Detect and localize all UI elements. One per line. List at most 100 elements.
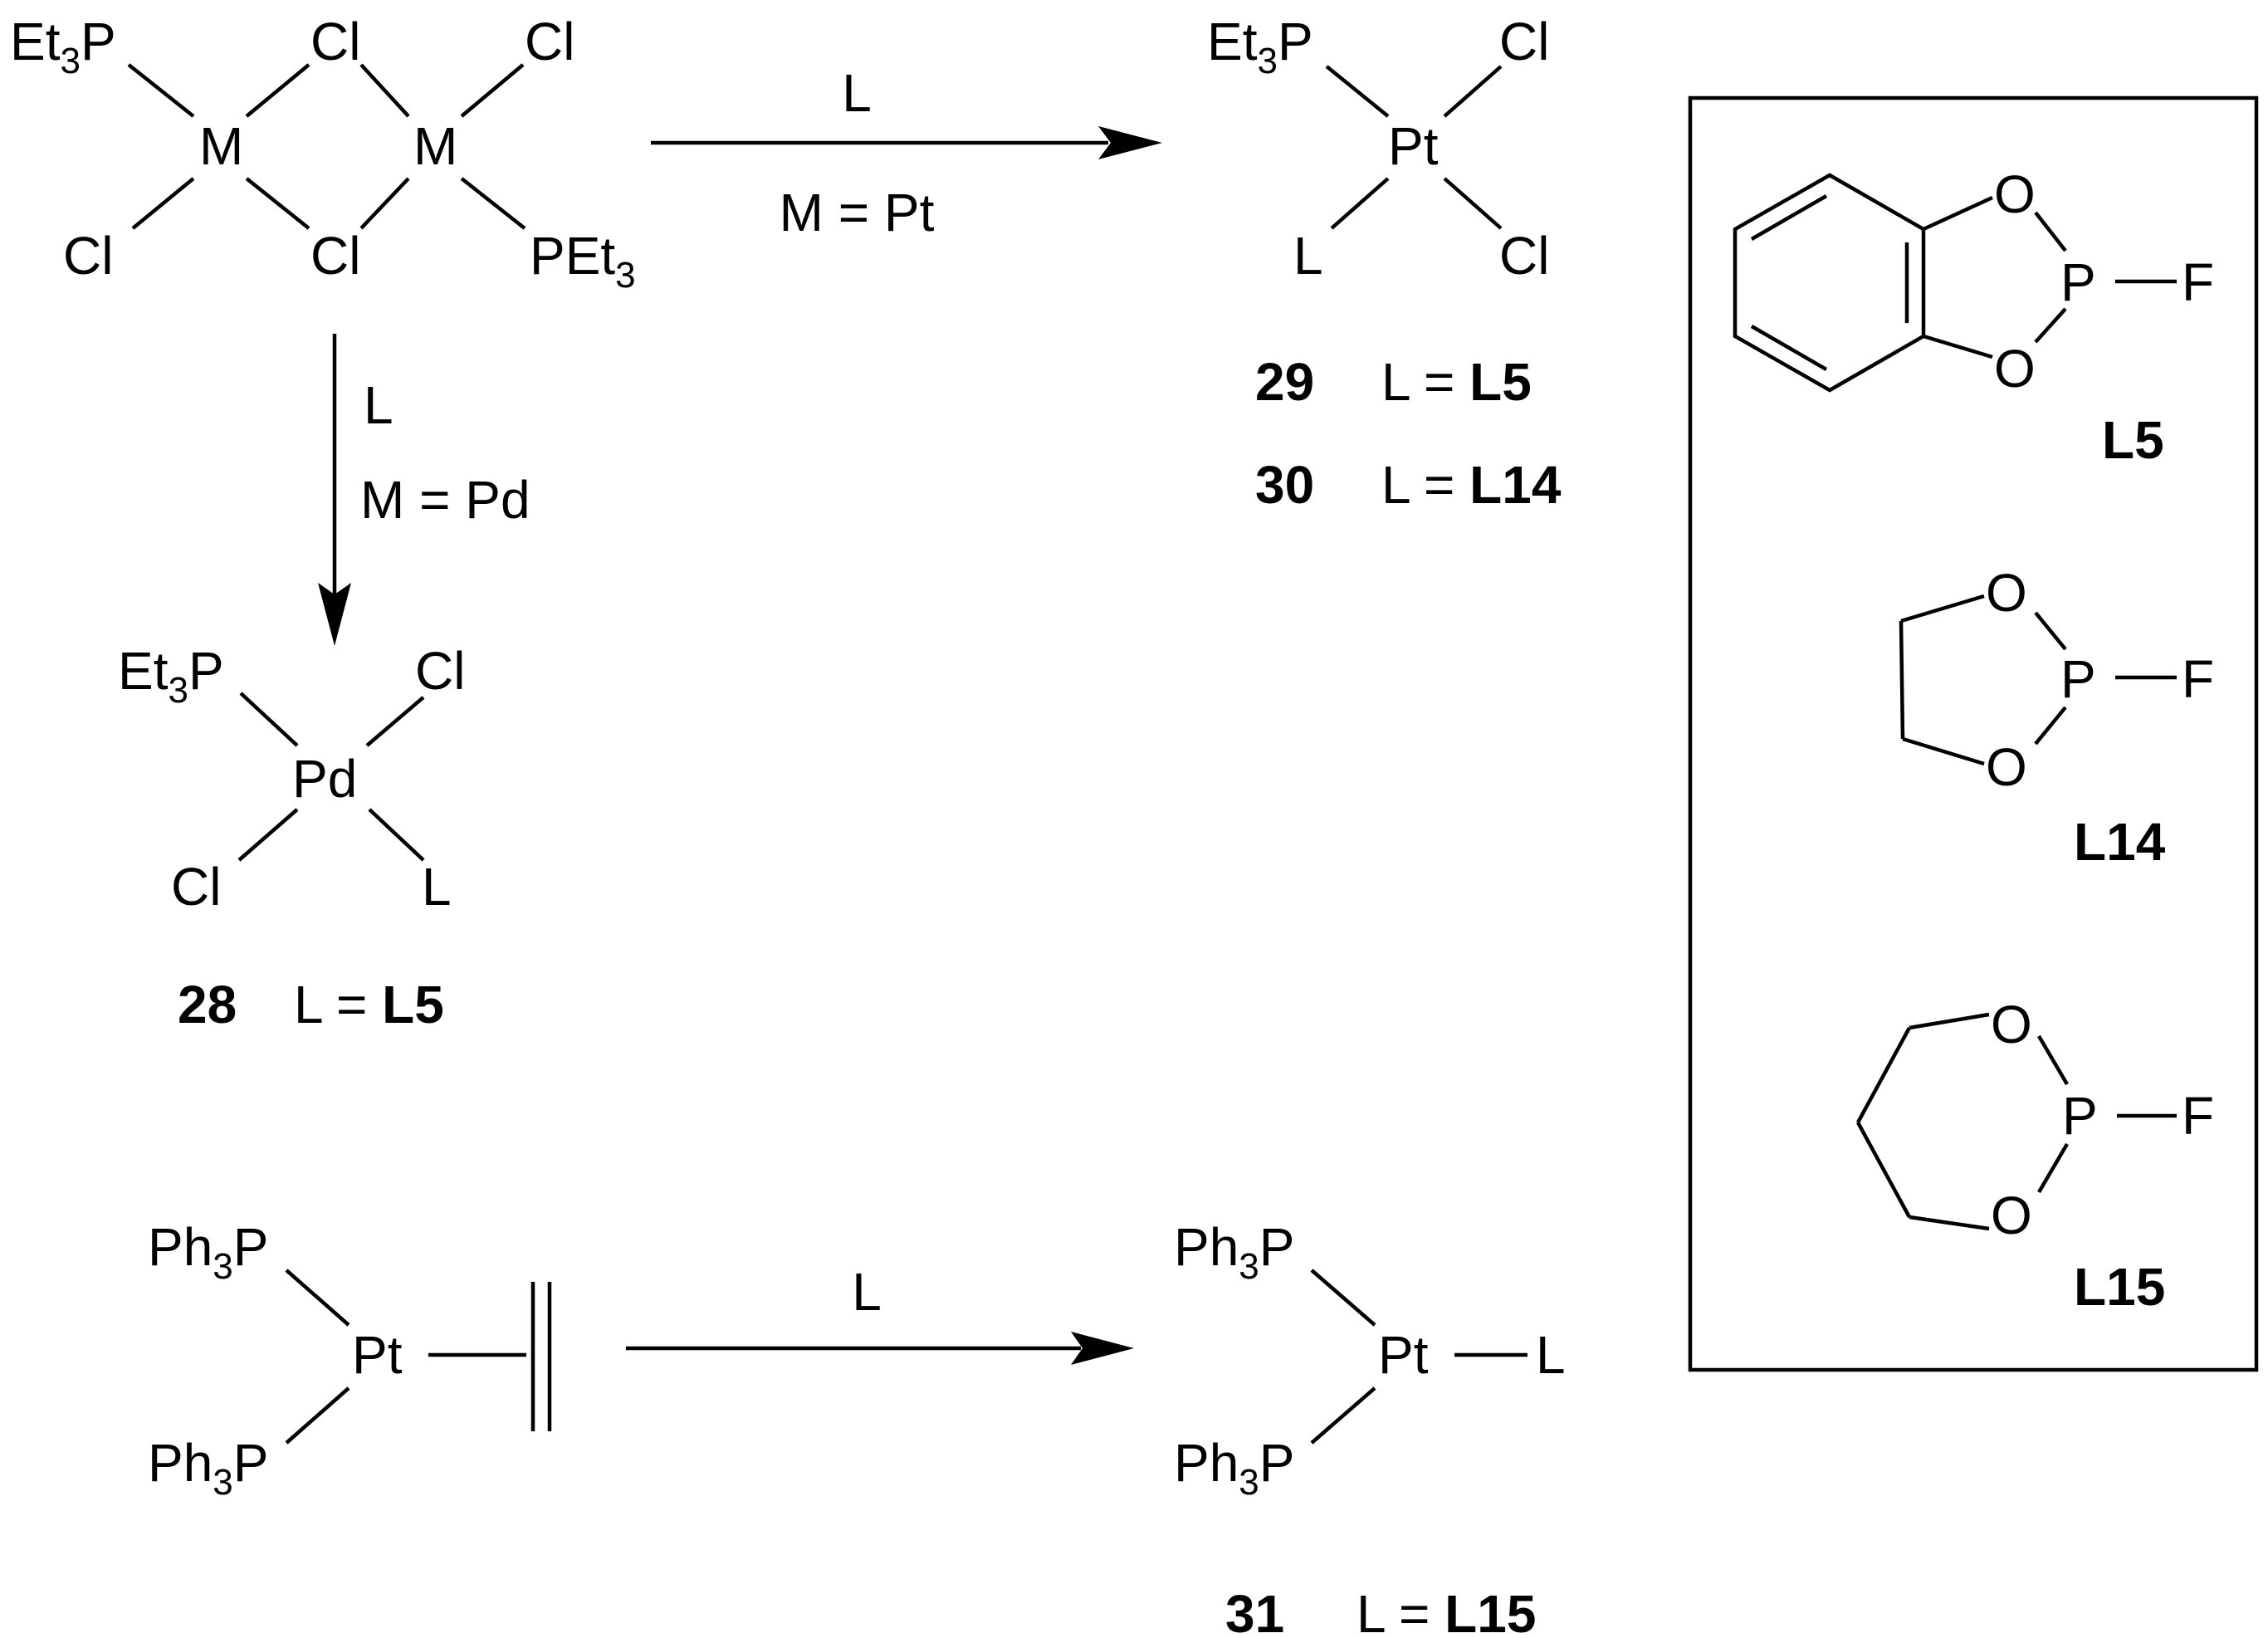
l15-oxygen-bottom: O bbox=[1991, 1186, 2032, 1245]
l14-bond-c-o-top bbox=[1900, 594, 1985, 623]
arrow-bottom-reagent: L bbox=[852, 1262, 882, 1322]
ligand-l15-structure: O P O F bbox=[1856, 995, 2214, 1245]
l5-benzene-double-1 bbox=[1750, 194, 1828, 241]
dimer-bond-m-cl2 bbox=[131, 177, 195, 230]
l5-benzene-ring bbox=[1733, 173, 1926, 393]
dimer-metal-left: M bbox=[199, 116, 243, 176]
l14-phosphorus: P bbox=[2060, 649, 2096, 709]
pt31-bond-p-top bbox=[1310, 1269, 1376, 1327]
compound-28-label: 28 L = L5 bbox=[178, 975, 444, 1034]
pd-bond-cl-top bbox=[365, 696, 425, 747]
dimer-et3p-label: Et3P bbox=[10, 12, 116, 81]
pt-complex-31: Ph3P Pt Ph3P L bbox=[1174, 1217, 1566, 1503]
l5-benzene-double-2 bbox=[1750, 325, 1828, 371]
pt-bond-cl-bottom bbox=[1443, 177, 1503, 230]
compound-number-28: 28 bbox=[178, 975, 237, 1034]
dimer-cl-bottom-left: Cl bbox=[63, 226, 113, 286]
l15-bond-c1-c3 bbox=[1856, 1121, 1911, 1219]
arrow-top-reagent: L bbox=[842, 63, 872, 123]
dimer-bond-m-cl1 bbox=[245, 63, 310, 118]
ligand-l14-label: L14 bbox=[2074, 812, 2166, 872]
dimer-metal-right: M bbox=[413, 116, 457, 176]
compound-31-label: 31 L = L15 bbox=[1225, 1584, 1536, 1638]
ligand-l5-label: L5 bbox=[2102, 410, 2164, 470]
dimer-bond-p-m bbox=[127, 63, 195, 118]
pt-cl-top: Cl bbox=[1499, 12, 1549, 71]
pt-ligand-l: L bbox=[1293, 226, 1323, 286]
dimer-cl-top-right: Cl bbox=[525, 12, 574, 71]
dimer-pet3-label: PEt3 bbox=[530, 226, 636, 296]
compound-number-30: 30 bbox=[1255, 455, 1314, 515]
l15-bond-o-p-top bbox=[2037, 1034, 2069, 1086]
dimer-bond-m2-cl bbox=[460, 63, 525, 118]
l15-fluorine: F bbox=[2182, 1086, 2214, 1146]
ethylene-pph3-top: Ph3P bbox=[148, 1217, 268, 1287]
arrow-down-reagent: L bbox=[364, 375, 393, 435]
compound-30-label: 30 L = L14 bbox=[1255, 455, 1562, 515]
ethylene-pph3-bottom: Ph3P bbox=[148, 1433, 268, 1503]
l5-fluorine: F bbox=[2182, 252, 2214, 312]
l14-bond-o-p-top bbox=[2034, 611, 2067, 651]
l15-bond-o-p-bottom bbox=[2037, 1142, 2069, 1194]
ethylene-pt-metal: Pt bbox=[352, 1325, 403, 1385]
dimer-cl-top-bridge: Cl bbox=[310, 12, 360, 71]
l5-bond-c-o-bottom bbox=[1923, 334, 1993, 359]
l15-bond-c-o-bottom bbox=[1909, 1215, 1990, 1231]
compound-number-29: 29 bbox=[1255, 352, 1314, 412]
arrow-down-condition: M = Pd bbox=[360, 470, 530, 530]
l15-bond-c1-c2 bbox=[1856, 1026, 1911, 1124]
compound-30-definition: L = L14 bbox=[1381, 455, 1562, 515]
dimer-bond-m2-p bbox=[460, 177, 526, 230]
pt31-bond-p-bottom bbox=[1310, 1386, 1376, 1445]
pt31-metal: Pt bbox=[1378, 1325, 1429, 1385]
pd-metal: Pd bbox=[292, 749, 357, 809]
pd-bond-cl-bottom bbox=[237, 808, 299, 862]
ethylene-bond-p-top bbox=[285, 1269, 350, 1327]
pt-ethylene-complex: Ph3P Pt Ph3P bbox=[148, 1217, 552, 1503]
pt31-ligand-l: L bbox=[1536, 1325, 1566, 1385]
ligand-l15-label: L15 bbox=[2074, 1257, 2165, 1317]
pt-bond-cl-top bbox=[1443, 65, 1503, 118]
pd-cl-top: Cl bbox=[415, 641, 465, 701]
l14-fluorine: F bbox=[2182, 649, 2214, 709]
pd-et3p-label: Et3P bbox=[118, 641, 224, 711]
l5-bond-o-p-bottom bbox=[2034, 307, 2067, 344]
arrow-to-pt-31: L bbox=[626, 1262, 1134, 1365]
arrow-top-condition: M = Pt bbox=[780, 183, 935, 242]
pt-bond-l bbox=[1330, 177, 1390, 230]
l5-bond-c-o-top bbox=[1923, 195, 1993, 232]
ligand-l5-structure: O P O F bbox=[1733, 164, 2214, 398]
l15-oxygen-top: O bbox=[1991, 995, 2032, 1054]
l15-phosphorus: P bbox=[2062, 1086, 2098, 1146]
dimer-bond-m-cl3 bbox=[245, 177, 310, 230]
l14-oxygen-bottom: O bbox=[1986, 737, 2027, 797]
pt-metal: Pt bbox=[1388, 116, 1439, 176]
pt-bond-p bbox=[1325, 65, 1390, 118]
compound-29-definition: L = L5 bbox=[1381, 352, 1532, 412]
l5-oxygen-top: O bbox=[1994, 164, 2036, 224]
l15-bond-c-o-top bbox=[1909, 1012, 1990, 1030]
dimer-bond-cl3-m2 bbox=[359, 177, 410, 230]
dimer-bond-cl1-m2 bbox=[359, 63, 410, 118]
compound-number-31: 31 bbox=[1225, 1584, 1284, 1638]
compound-31-definition: L = L15 bbox=[1356, 1584, 1536, 1638]
l14-oxygen-top: O bbox=[1986, 563, 2027, 623]
compound-28-definition: L = L5 bbox=[294, 975, 444, 1034]
pd-ligand-l: L bbox=[422, 857, 452, 917]
l5-bond-o-p-top bbox=[2034, 211, 2067, 252]
pt-complex-29-30: Et3P Cl Pt L Cl bbox=[1207, 12, 1549, 286]
pt31-pph3-top: Ph3P bbox=[1174, 1217, 1294, 1287]
arrow-down-head bbox=[318, 583, 351, 646]
arrow-bottom-head bbox=[1071, 1332, 1134, 1365]
compound-29-label: 29 L = L5 bbox=[1255, 352, 1532, 412]
pt31-pph3-bottom: Ph3P bbox=[1174, 1433, 1294, 1503]
pd-bond-l bbox=[368, 808, 425, 862]
l5-phosphorus: P bbox=[2060, 252, 2096, 312]
pt-cl-bottom: Cl bbox=[1499, 226, 1549, 286]
ethylene-bond-p-bottom bbox=[285, 1386, 350, 1445]
l14-bond-c-c bbox=[1899, 620, 1905, 740]
arrow-to-pd-complex: L M = Pd bbox=[318, 334, 530, 646]
l14-bond-c-o-bottom bbox=[1902, 736, 1985, 766]
dimer-cl-bottom-bridge: Cl bbox=[310, 226, 360, 286]
